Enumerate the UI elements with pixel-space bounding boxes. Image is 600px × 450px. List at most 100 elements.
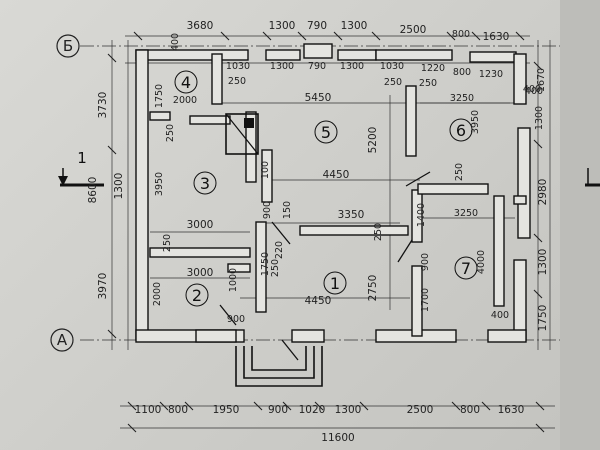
dim-bottom: 900 xyxy=(268,404,288,416)
wall-bottom-door xyxy=(195,329,237,343)
wall-right-mid xyxy=(517,127,531,239)
dim-interior: 100 xyxy=(260,161,271,179)
dim-interior: 2750 xyxy=(367,275,379,302)
wall-3-5 xyxy=(245,111,257,183)
dim-interior: 3250 xyxy=(450,93,474,104)
axis-marker-b: Б xyxy=(56,34,80,58)
wall-2-top xyxy=(227,263,251,273)
dim-interior: 3250 xyxy=(454,208,478,219)
dim-interior: 4000 xyxy=(476,250,487,274)
dim-top-outer: 3680 xyxy=(187,20,214,32)
wall-1-7-low xyxy=(411,265,423,337)
dim-bottom: 800 xyxy=(460,404,480,416)
wall-top-seg xyxy=(265,49,301,61)
dim-interior: 250 xyxy=(162,234,173,252)
wall-left xyxy=(135,49,149,341)
dim-interior: 5450 xyxy=(305,92,332,104)
dim-bottom: 1020 xyxy=(299,404,326,416)
dim-right: 1750 xyxy=(537,305,549,332)
dim-top-inner: 1030 xyxy=(380,61,404,72)
boiler-unit xyxy=(225,113,259,155)
room-7-label: 7 xyxy=(461,259,471,278)
dim-bottom: 2500 xyxy=(407,404,434,416)
dim-left-inner: 1750 xyxy=(154,84,165,108)
dim-interior: 3350 xyxy=(338,209,365,221)
dim-right: 1670 xyxy=(536,68,547,92)
dim-top-inner: 800 xyxy=(453,67,471,78)
wall-7-right xyxy=(493,195,505,307)
dims-bottom: 1100 800 1950 900 1020 1300 2500 800 163… xyxy=(135,404,525,444)
dims-left: 3730 8600 1300 3970 1750 3950 2000 xyxy=(87,84,165,306)
dim-interior: 250 xyxy=(165,124,176,142)
axis-marker-a: А xyxy=(50,328,74,352)
section-marker-right xyxy=(585,168,600,187)
wall-top-left xyxy=(135,49,249,61)
dim-top-outer: 2500 xyxy=(400,24,427,36)
dim-interior: 250 xyxy=(373,223,384,241)
dims-top-small: 400 250 250 250 400 xyxy=(170,33,543,97)
dim-left-outer: 3730 xyxy=(97,92,109,119)
dim-top-outer: 1300 xyxy=(269,20,296,32)
dim-interior: 900 xyxy=(227,314,245,325)
dim-top-small: 250 xyxy=(228,76,246,87)
wall-room4 xyxy=(211,53,223,105)
room-5-label: 5 xyxy=(321,123,331,142)
dim-right-small: 400 xyxy=(523,84,541,95)
wall-2-1 xyxy=(255,221,267,313)
dim-interior: 1750 xyxy=(260,252,271,276)
wall-5-1 xyxy=(299,225,409,236)
wall-5-6 xyxy=(405,85,417,157)
wall-1-7 xyxy=(411,189,423,243)
dim-bottom: 800 xyxy=(168,404,188,416)
wall-top-pier xyxy=(303,43,333,59)
dim-interior: 900 xyxy=(420,253,431,271)
door-swings xyxy=(219,171,431,361)
wall-6-7 xyxy=(417,183,489,195)
dim-right: 1300 xyxy=(534,106,545,130)
wall-right-low xyxy=(513,259,527,341)
dim-interior: 1700 xyxy=(420,288,431,312)
dim-right: 2980 xyxy=(537,179,549,206)
dim-interior: 900 xyxy=(262,201,273,219)
room-3-label: 3 xyxy=(200,174,210,193)
dim-interior: 1400 xyxy=(416,203,427,227)
paper-edge xyxy=(560,0,600,450)
dim-interior: 250 xyxy=(454,163,465,181)
axis-label-a: А xyxy=(57,331,68,349)
dims-top-inner: 1030 1300 790 1300 1030 1220 800 1230 xyxy=(226,61,503,80)
dim-top-small: 400 xyxy=(525,86,543,97)
dim-interior: 3000 xyxy=(187,219,214,231)
dim-top-inner: 1300 xyxy=(270,61,294,72)
wall-7-top xyxy=(513,195,527,205)
dim-top-inner: 1220 xyxy=(421,63,445,74)
dim-interior: 5200 xyxy=(367,127,379,154)
room-6-label: 6 xyxy=(456,121,466,140)
wall-top-far xyxy=(469,51,517,63)
dim-bottom: 1300 xyxy=(335,404,362,416)
dim-interior: 1000 xyxy=(228,268,239,292)
room-labels: 4 5 6 3 1 2 7 xyxy=(174,70,478,307)
dim-left-outer: 8600 xyxy=(87,177,99,204)
wall-bottom-far xyxy=(487,329,527,343)
dim-interior: 4450 xyxy=(323,169,350,181)
dim-top-inner: 1030 xyxy=(226,61,250,72)
dim-left-outer: 3970 xyxy=(97,273,109,300)
dim-top-inner: 790 xyxy=(308,61,326,72)
dim-interior: 3000 xyxy=(187,267,214,279)
porch-steps xyxy=(235,346,323,387)
dim-left-inner: 2000 xyxy=(152,282,163,306)
dim-top-small: 400 xyxy=(170,33,181,51)
wall-top-seg2 xyxy=(337,49,377,61)
dim-left-inner: 3950 xyxy=(154,172,165,196)
room-2-label: 2 xyxy=(192,286,202,305)
dim-total: 11600 xyxy=(321,432,354,444)
dimension-ticks xyxy=(107,31,545,433)
dim-right: 3950 xyxy=(470,110,481,134)
room-4-label: 4 xyxy=(181,73,191,92)
dims-interior: 2000 5450 3250 5200 4450 100 3000 3350 2… xyxy=(162,92,509,325)
wall-top-right xyxy=(375,49,453,61)
dim-interior: 400 xyxy=(491,310,509,321)
dim-interior: 2000 xyxy=(173,95,197,106)
section-marker: 1 xyxy=(58,149,104,187)
dim-right: 1300 xyxy=(537,249,549,276)
